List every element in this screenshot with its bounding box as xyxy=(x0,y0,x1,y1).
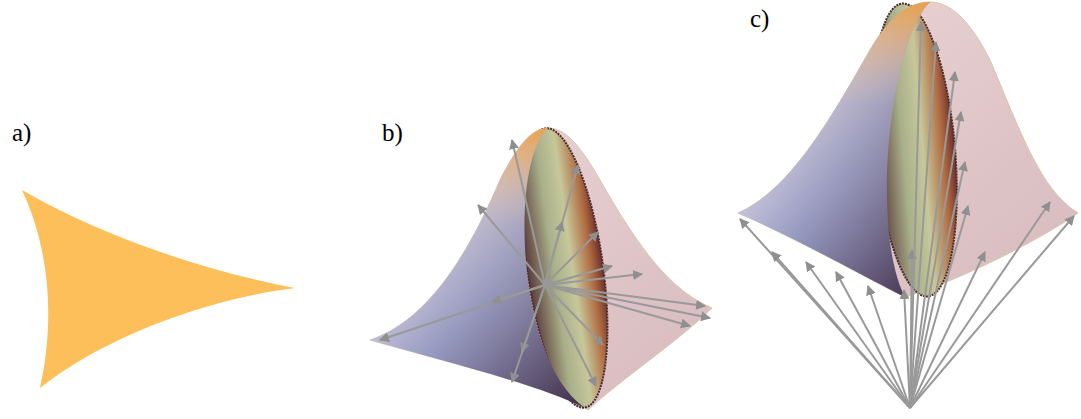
bump-surface-c xyxy=(738,0,1078,408)
orange-region xyxy=(22,190,295,388)
panel-label: b) xyxy=(382,120,403,145)
panel-label: c) xyxy=(750,6,769,31)
bump-surface-b xyxy=(370,123,712,413)
panel-label: a) xyxy=(12,120,31,145)
